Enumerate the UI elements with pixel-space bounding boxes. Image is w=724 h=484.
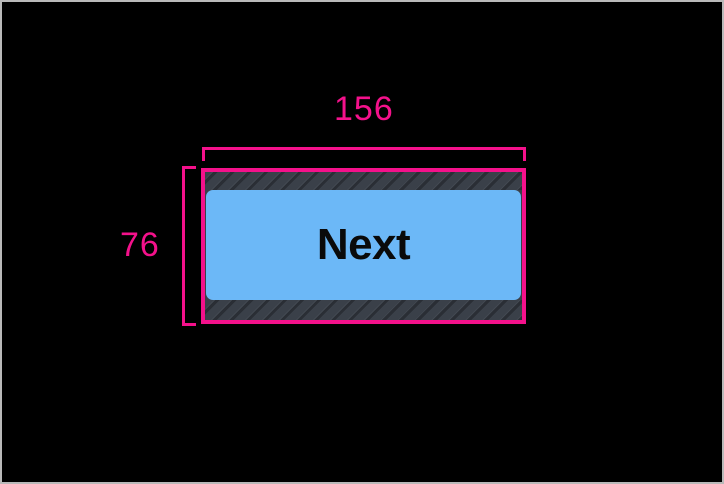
height-caliper-bracket <box>182 166 196 326</box>
bottom-padding-hatch-band <box>205 300 522 320</box>
height-dimension-label: 76 <box>120 226 160 264</box>
next-button[interactable]: Next <box>206 190 521 300</box>
next-button-widget[interactable]: Next <box>205 172 522 320</box>
width-dimension-label: 156 <box>334 90 394 128</box>
next-button-label: Next <box>316 220 411 269</box>
width-caliper-bracket <box>202 147 526 161</box>
top-padding-hatch-band <box>205 172 522 190</box>
element-bounding-box: Next <box>201 168 526 324</box>
